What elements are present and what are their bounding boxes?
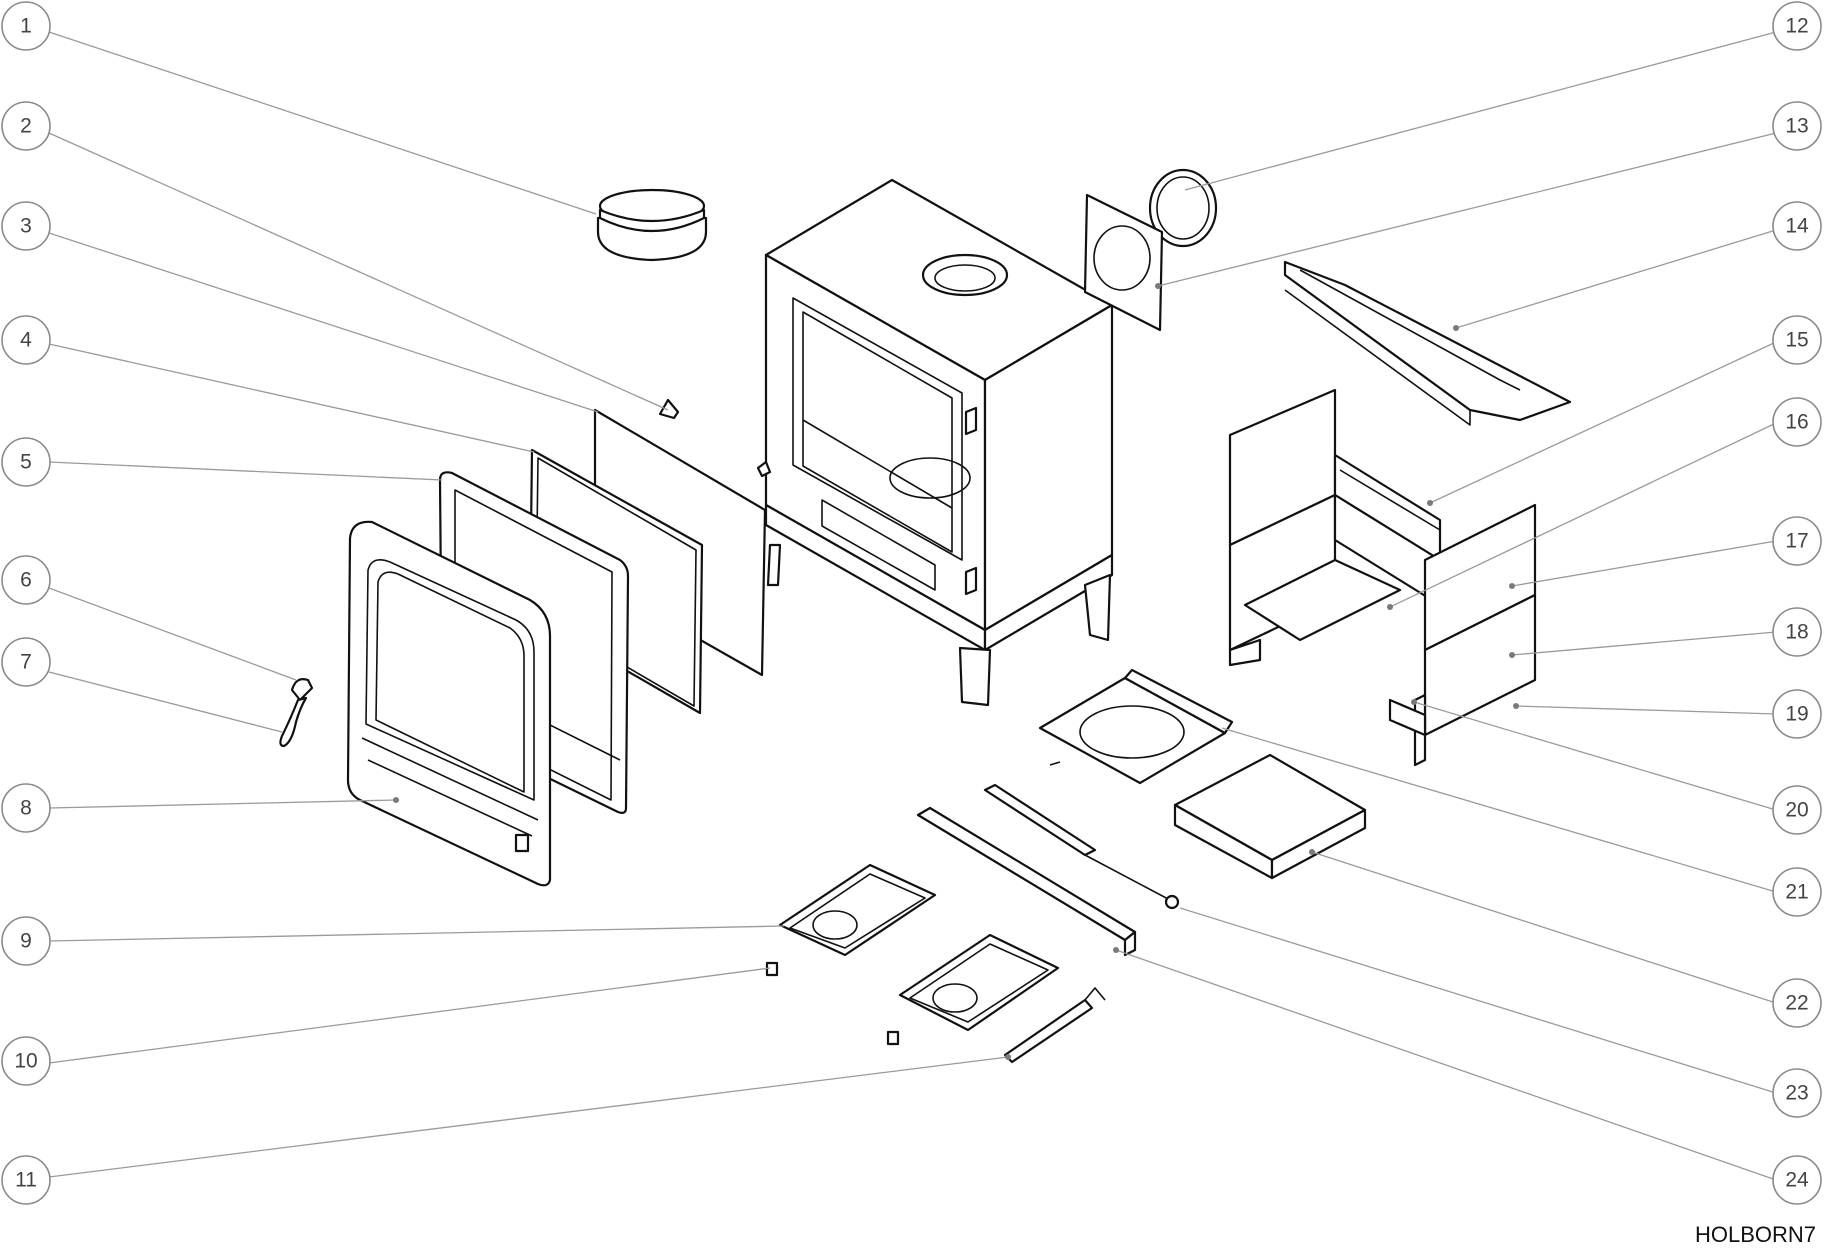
svg-text:20: 20 bbox=[1785, 799, 1808, 822]
svg-text:12: 12 bbox=[1785, 15, 1808, 38]
callout-14: 14 bbox=[1772, 201, 1822, 251]
callout-20: 20 bbox=[1772, 785, 1822, 835]
svg-text:7: 7 bbox=[20, 651, 32, 674]
svg-text:14: 14 bbox=[1785, 215, 1809, 238]
callout-13: 13 bbox=[1772, 101, 1822, 151]
part-baffle-plate bbox=[1283, 260, 1572, 426]
svg-text:8: 8 bbox=[20, 797, 32, 820]
callout-16: 16 bbox=[1772, 397, 1822, 447]
part-blanking-plate bbox=[1083, 193, 1164, 332]
svg-text:4: 4 bbox=[20, 329, 32, 352]
part-door-handle bbox=[279, 678, 314, 748]
callout-8: 8 bbox=[1, 783, 51, 833]
svg-text:22: 22 bbox=[1785, 992, 1808, 1015]
svg-text:5: 5 bbox=[20, 451, 32, 474]
callout-17: 17 bbox=[1772, 516, 1822, 566]
callout-3: 3 bbox=[1, 201, 51, 251]
svg-text:9: 9 bbox=[20, 930, 32, 953]
part-riddling-rod bbox=[983, 783, 1180, 910]
part-flue-collar bbox=[596, 188, 708, 262]
callouts-right: 12 13 14 15 16 17 18 19 20 21 22 23 24 bbox=[1772, 1, 1822, 1205]
svg-text:21: 21 bbox=[1785, 881, 1808, 904]
svg-text:6: 6 bbox=[20, 569, 32, 592]
part-stove-body bbox=[756, 178, 1114, 707]
part-ash-pan bbox=[1173, 753, 1367, 880]
callouts-left: 1 2 3 4 5 6 7 8 9 10 11 bbox=[1, 1, 51, 1205]
svg-text:24: 24 bbox=[1785, 1169, 1809, 1192]
callout-9: 9 bbox=[1, 916, 51, 966]
svg-text:13: 13 bbox=[1785, 115, 1808, 138]
callout-10: 10 bbox=[1, 1036, 51, 1086]
callout-21: 21 bbox=[1772, 867, 1822, 917]
leader-lines bbox=[48, 31, 1777, 1181]
svg-text:11: 11 bbox=[15, 1169, 37, 1192]
callout-15: 15 bbox=[1772, 315, 1822, 365]
part-door bbox=[346, 520, 552, 887]
part-bracket bbox=[1003, 987, 1106, 1064]
part-rail bbox=[916, 806, 1137, 957]
part-air-plate-upper bbox=[778, 863, 937, 957]
svg-text:1: 1 bbox=[20, 15, 32, 38]
part-flue-ring bbox=[1148, 168, 1218, 248]
callout-5: 5 bbox=[1, 437, 51, 487]
svg-text:19: 19 bbox=[1785, 703, 1808, 726]
svg-text:23: 23 bbox=[1785, 1082, 1808, 1105]
callout-4: 4 bbox=[1, 315, 51, 365]
part-nut bbox=[765, 961, 900, 1046]
callout-19: 19 bbox=[1772, 689, 1822, 739]
part-air-plate-lower bbox=[898, 933, 1060, 1032]
svg-text:10: 10 bbox=[14, 1050, 37, 1073]
callout-1: 1 bbox=[1, 1, 51, 51]
part-grate bbox=[1038, 668, 1234, 785]
part-firebricks bbox=[1228, 388, 1537, 767]
svg-text:15: 15 bbox=[1785, 329, 1808, 352]
svg-text:16: 16 bbox=[1785, 411, 1808, 434]
callout-23: 23 bbox=[1772, 1068, 1822, 1118]
svg-text:18: 18 bbox=[1785, 621, 1808, 644]
svg-text:17: 17 bbox=[1785, 530, 1808, 553]
callout-22: 22 bbox=[1772, 978, 1822, 1028]
svg-text:2: 2 bbox=[20, 115, 32, 138]
callout-12: 12 bbox=[1772, 1, 1822, 51]
callout-24: 24 bbox=[1772, 1155, 1822, 1205]
callout-7: 7 bbox=[1, 637, 51, 687]
callout-2: 2 bbox=[1, 101, 51, 151]
model-code-label: HOLBORN7 bbox=[1695, 1222, 1817, 1247]
callout-11: 11 bbox=[1, 1155, 51, 1205]
svg-text:3: 3 bbox=[20, 215, 32, 238]
callout-18: 18 bbox=[1772, 607, 1822, 657]
callout-6: 6 bbox=[1, 555, 51, 605]
part-clip-small bbox=[658, 398, 680, 420]
